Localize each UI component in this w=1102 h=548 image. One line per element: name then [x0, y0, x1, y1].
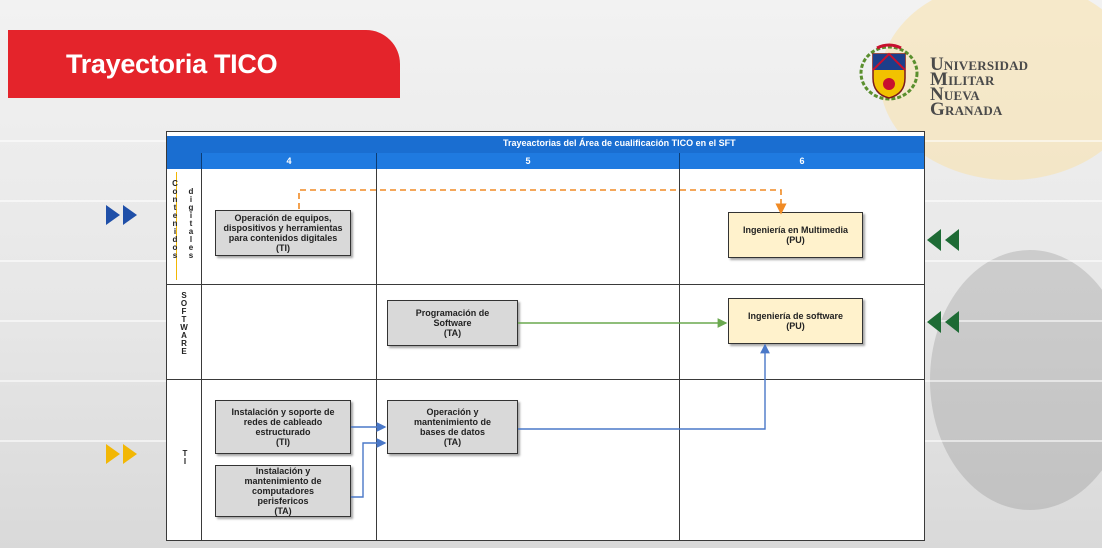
node-text-line: Instalación y — [255, 466, 311, 476]
dashed-connector — [298, 189, 787, 215]
level-header: 5 — [376, 153, 679, 169]
node-text-line: para contenidos digitales — [228, 233, 338, 243]
blue-connector — [351, 438, 387, 498]
grid-line — [167, 379, 924, 380]
header-corner — [167, 136, 201, 169]
node-text-line: Ingeniería de software — [747, 311, 844, 321]
university-crest-icon — [859, 43, 919, 101]
node-text-line: Ingeniería en Multimedia — [742, 225, 849, 235]
grid-line — [679, 169, 680, 540]
node-text-line: (TA) — [443, 437, 462, 447]
node-text-line: Operación de equipos, — [234, 213, 332, 223]
node-text-line: computadores — [251, 486, 314, 496]
node-text-line: perisfericos — [257, 496, 309, 506]
node-text-line: Operación y — [426, 407, 479, 417]
node-text-line: Instalación y soporte de — [231, 407, 335, 417]
node-ingenieria-software: Ingeniería de software(PU) — [728, 298, 863, 344]
level-header: 6 — [679, 153, 924, 169]
node-text-line: Software — [433, 318, 472, 328]
back-chevron-icon — [925, 309, 965, 333]
level-header: 4 — [201, 153, 376, 169]
node-text-line: bases de datos — [419, 427, 485, 437]
slide-title: Trayectoria TICO — [66, 48, 278, 79]
node-operacion-equipos: Operación de equipos,dispositivos y herr… — [215, 210, 351, 256]
blue-connector — [518, 343, 770, 430]
forward-chevron-icon — [104, 442, 144, 466]
university-name-line2: Nueva Granada — [930, 84, 1003, 120]
row-accent — [176, 172, 177, 280]
node-text-line: (PU) — [786, 321, 805, 331]
node-text-line: (TA) — [443, 328, 462, 338]
grid-line — [376, 169, 377, 540]
grid-line — [167, 284, 924, 285]
grid-line — [201, 169, 202, 540]
node-ingenieria-multimedia: Ingeniería en Multimedia(PU) — [728, 212, 863, 258]
node-text-line: (TI) — [275, 243, 290, 253]
back-chevron-icon — [925, 227, 965, 251]
university-name: Universidad Militar Nueva Granada — [930, 54, 1057, 120]
university-logo: Universidad Militar Nueva Granada — [857, 40, 1057, 119]
node-text-line: estructurado — [255, 427, 311, 437]
node-text-line: (TA) — [274, 506, 292, 516]
node-text-line: redes de cableado — [243, 417, 323, 427]
node-text-line: dispositivos y herramientas — [223, 223, 343, 233]
title-banner: Trayectoria TICO — [8, 30, 400, 98]
node-text-line: (PU) — [786, 235, 805, 245]
node-text-line: (TI) — [276, 437, 290, 447]
university-name-line1: Universidad Militar — [930, 54, 1029, 90]
trajectory-diagram: Trayeactorias del Área de cualificación … — [166, 131, 925, 541]
diagram-header-title: Trayeactorias del Área de cualificación … — [503, 138, 736, 148]
node-text-line: Programación de — [415, 308, 490, 318]
node-text-line: mantenimiento de — [413, 417, 491, 427]
diagram-header: Trayeactorias del Área de cualificación … — [167, 136, 924, 153]
node-text-line: mantenimiento de — [244, 476, 322, 486]
forward-chevron-icon — [104, 203, 144, 227]
